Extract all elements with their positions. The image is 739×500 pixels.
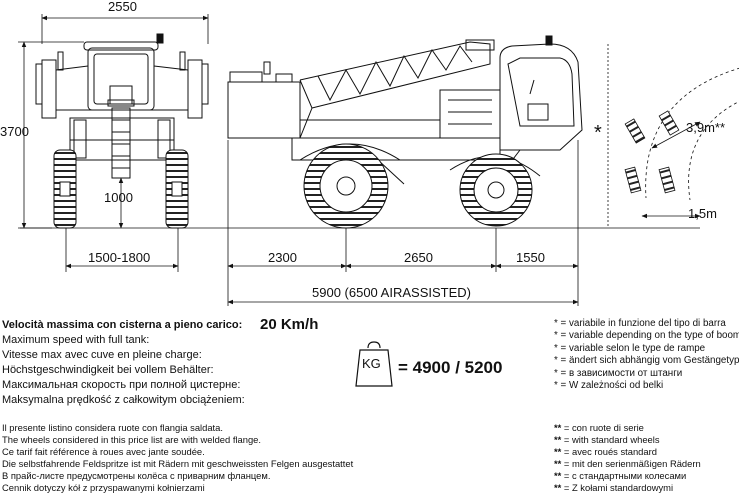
flange-note-de: Die selbstfahrende Feldspritze ist mit R… bbox=[2, 458, 354, 469]
track-width-label: 1500-1800 bbox=[88, 250, 151, 265]
flange-note-fr: Ce tarif fait référence à roues avec jan… bbox=[2, 446, 205, 457]
wheel-note-pl: ** = Z kołami standardowymi bbox=[554, 482, 674, 493]
speed-label-de: Höchstgeschwindigkeit bei vollem Behälte… bbox=[2, 364, 214, 376]
speed-value: 20 Km/h bbox=[260, 316, 319, 333]
ground-clearance-label: 1000 bbox=[104, 190, 133, 205]
flange-note-it: Il presente listino considera ruote con … bbox=[2, 422, 223, 433]
turning-radius-label: 3,9m** bbox=[686, 120, 726, 135]
boom-note-fr: * = variable selon le type de rampe bbox=[554, 342, 706, 354]
rear-overhang-label: 1550 bbox=[516, 250, 545, 265]
weight-value: = 4900 / 5200 bbox=[398, 358, 503, 377]
boom-note-de: * = ändert sich abhängig vom Gestängetyp bbox=[554, 355, 739, 367]
side-view-wheels bbox=[303, 143, 533, 229]
weight-unit: KG bbox=[362, 356, 381, 371]
boom-note-pl: * = W zależności od belki bbox=[554, 380, 664, 392]
side-view bbox=[227, 35, 583, 185]
flange-notes: Il presente listino considera ruote con … bbox=[2, 422, 353, 494]
flange-note-ru: В прайс-листе предусмотрены колёса с при… bbox=[2, 470, 271, 481]
front-view bbox=[35, 33, 209, 179]
speed-label-ru: Максимальная скорость при полной цистерн… bbox=[2, 379, 241, 391]
technical-drawing bbox=[18, 14, 739, 306]
front-overhang-label: 2300 bbox=[268, 250, 297, 265]
boom-note-en: * = variable depending on the type of bo… bbox=[554, 330, 739, 342]
turning-wheels bbox=[624, 110, 680, 194]
turning-width-label: 1,5m bbox=[688, 206, 717, 221]
wheelbase-label: 2650 bbox=[404, 250, 433, 265]
wheel-note-en: ** = with standard wheels bbox=[554, 434, 660, 445]
speed-label-fr: Vitesse max avec cuve en pleine charge: bbox=[2, 349, 202, 361]
speed-label-pl: Maksymalna prędkość z całkowitym obciąże… bbox=[2, 394, 245, 406]
weight-icon bbox=[355, 341, 393, 387]
speed-label-it: Velocità massima con cisterna a pieno ca… bbox=[2, 319, 243, 331]
front-view-wheels bbox=[53, 149, 189, 229]
overall-height-label: 3700 bbox=[0, 124, 29, 139]
boom-notes: * = variabile in funzione del tipo di ba… bbox=[554, 318, 739, 392]
wheel-note-ru: ** = с стандартными колесами bbox=[554, 470, 687, 481]
boom-note-it: * = variabile in funzione del tipo di ba… bbox=[554, 318, 726, 329]
speed-labels: Velocità massima con cisterna a pieno ca… bbox=[2, 318, 245, 408]
flange-note-pl: Cennik dotyczy kół z przyspawanymi kołni… bbox=[2, 482, 205, 493]
flange-note-en: The wheels considered in this price list… bbox=[2, 434, 261, 445]
speed-label-en: Maximum speed with full tank: bbox=[2, 334, 150, 346]
overall-width-label: 2550 bbox=[108, 0, 137, 14]
boom-note-ru: * = в зависимости от штанги bbox=[554, 367, 683, 379]
overall-length-label: 5900 (6500 AIRASSISTED) bbox=[312, 285, 471, 300]
wheel-notes: ** = con ruote di serie ** = with standa… bbox=[554, 422, 701, 494]
wheel-note-fr: ** = avec roués standard bbox=[554, 446, 657, 457]
turning-radius-sketch bbox=[641, 67, 739, 219]
boom-marker: * bbox=[594, 122, 602, 144]
wheel-note-de: ** = mit den serienmäßigen Rädern bbox=[554, 458, 701, 469]
wheel-note-it: ** = con ruote di serie bbox=[554, 422, 644, 433]
